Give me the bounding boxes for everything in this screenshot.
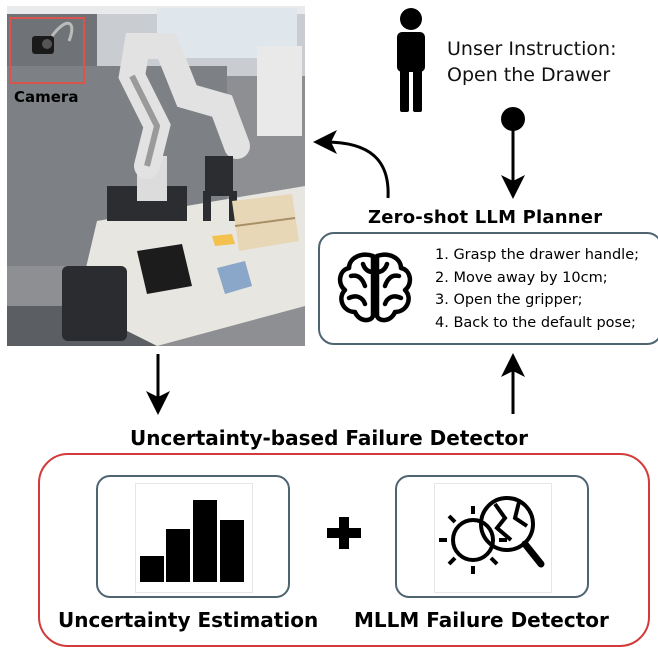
detector-title: Uncertainty-based Failure Detector bbox=[129, 426, 528, 450]
planner-step: 4. Back to the default pose; bbox=[435, 314, 636, 331]
person-icon bbox=[397, 8, 425, 112]
detector-box bbox=[38, 453, 650, 647]
instruction-line2: Open the Drawer bbox=[447, 64, 611, 86]
instruction-line1: Unser Instruction: bbox=[447, 38, 617, 60]
user-instruction: Unser Instruction: Open the Drawer bbox=[447, 36, 616, 88]
planner-step: 1. Grasp the drawer handle; bbox=[435, 247, 640, 263]
camera-highlight-box bbox=[9, 17, 85, 84]
mllm-card bbox=[395, 475, 589, 598]
robot-scene-photo bbox=[7, 6, 305, 346]
brain-icon bbox=[337, 252, 413, 323]
planner-to-robot-arrow bbox=[313, 130, 390, 199]
planner-steps: 1. Grasp the drawer handle; 2. Move away… bbox=[435, 244, 639, 334]
planner-step: 2. Move away by 10cm; bbox=[435, 269, 608, 286]
bar-chart-icon bbox=[140, 500, 244, 582]
planner-step: 3. Open the gripper; bbox=[435, 292, 583, 308]
planner-title: Zero-shot LLM Planner bbox=[368, 207, 603, 228]
uncertainty-label: Uncertainty Estimation bbox=[58, 608, 319, 632]
instruction-dot bbox=[501, 107, 525, 131]
plus-icon bbox=[327, 517, 361, 549]
camera-label: Camera bbox=[14, 88, 79, 106]
uncertainty-image bbox=[135, 483, 253, 593]
mllm-label: MLLM Failure Detector bbox=[354, 608, 609, 632]
gear-magnifier-icon bbox=[439, 496, 545, 574]
mllm-image bbox=[434, 483, 552, 593]
uncertainty-card bbox=[96, 475, 290, 598]
